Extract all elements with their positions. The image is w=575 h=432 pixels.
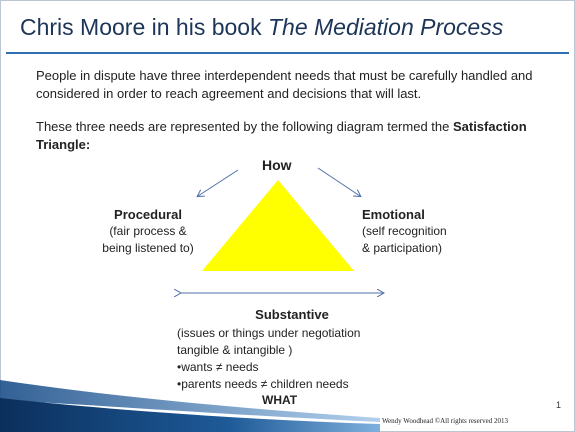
what-label: WHAT (262, 393, 298, 407)
substantive-heading: Substantive (255, 307, 329, 322)
substantive-group: Substantive (issues or things under nego… (177, 306, 407, 393)
substantive-line-2: tangible & intangible ) (177, 343, 293, 357)
satisfaction-triangle (202, 180, 354, 271)
substantive-line-1: (issues or things under negotiation (177, 326, 361, 340)
procedural-line-2: being listened to) (102, 241, 194, 255)
arrow-to-procedural (198, 169, 239, 196)
copyright-footer: Wendy Woodhead ©All rights reserved 2013 (382, 417, 508, 425)
diagram-intro-text: These three needs are represented by the… (36, 119, 453, 134)
emotional-line-1: (self recognition (362, 224, 447, 238)
diagram-intro-paragraph: These three needs are represented by the… (36, 118, 556, 154)
title-underline (6, 52, 569, 54)
intro-paragraph: People in dispute have three interdepend… (36, 68, 533, 101)
emotional-line-2: & participation) (362, 241, 443, 255)
slide-title: Chris Moore in his book The Mediation Pr… (20, 14, 503, 41)
procedural-line-1: (fair process & (109, 224, 187, 238)
emotional-heading: Emotional (362, 207, 425, 222)
substantive-bullet-2: •parents needs ≠ children needs (177, 377, 349, 391)
satisfaction-triangle-term: Satisfaction Triangle: (36, 119, 527, 152)
substantive-bullet-1: •wants ≠ needs (177, 360, 259, 374)
emotional-group: Emotional (self recognition & participat… (362, 206, 502, 257)
procedural-group: Procedural (fair process & being listene… (88, 206, 208, 257)
decorative-swoosh (0, 380, 380, 432)
arrow-to-emotional (317, 167, 360, 196)
procedural-heading: Procedural (114, 207, 182, 222)
page-number: 1 (556, 400, 562, 410)
book-title: The Mediation Process (268, 14, 504, 40)
how-label: How (262, 157, 292, 173)
title-prefix: Chris Moore in his book (20, 14, 268, 40)
